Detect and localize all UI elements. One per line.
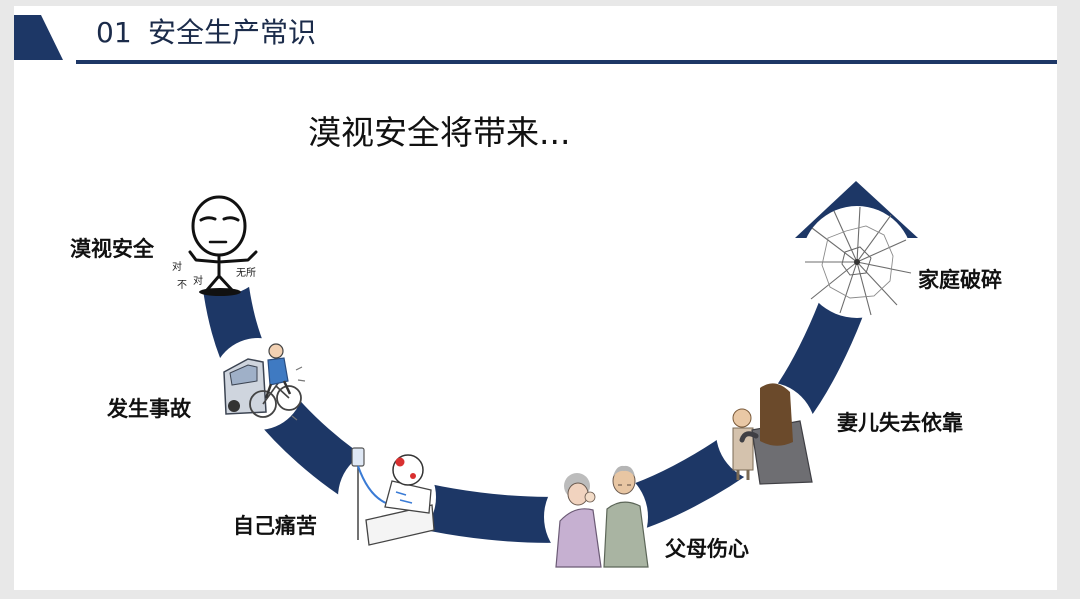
section-title: 安全生产常识 (148, 16, 317, 49)
illustration-lettering: 对 (193, 274, 203, 287)
mother-and-child-icon (716, 382, 816, 485)
header-divider (76, 60, 1057, 64)
injured-patient-icon (338, 447, 436, 546)
step-label-parents-grief: 父母伤心 (665, 537, 749, 561)
step-label-own-suffering: 自己痛苦 (233, 514, 317, 538)
section-number: 01 (96, 16, 132, 49)
illustration-lettering: 无所 (236, 267, 256, 279)
shattered-glass-icon (801, 206, 913, 318)
grieving-parents-icon (544, 465, 649, 569)
indifferent-stick-figure-icon: 对 不 对 无所 (172, 195, 271, 296)
illustration-lettering: 不 (177, 280, 187, 291)
step-label-accident: 发生事故 (107, 397, 191, 421)
slide-heading: 漠视安全将带来... (308, 113, 571, 152)
stick-figure-head (191, 195, 247, 257)
step-label-indifference: 漠视安全 (70, 237, 154, 261)
step-label-family-unsupported: 妻儿失去依靠 (837, 411, 963, 435)
header-accent-shape (14, 15, 63, 60)
traffic-accident-icon (212, 338, 306, 430)
step-label-family-broken: 家庭破碎 (918, 268, 1002, 292)
illustration-lettering: 对 (172, 260, 182, 273)
